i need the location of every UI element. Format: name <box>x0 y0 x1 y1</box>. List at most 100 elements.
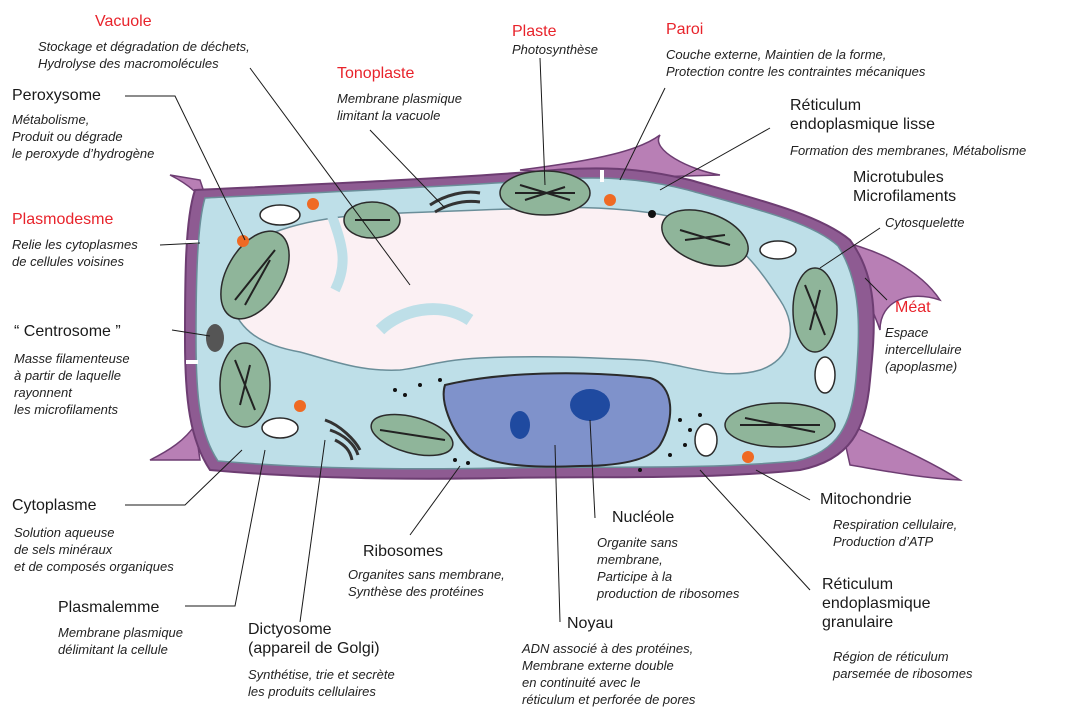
reg-title-line: endoplasmique <box>822 594 931 613</box>
plasmodesme-desc-line: Relie les cytoplasmes <box>12 236 138 253</box>
plasmodesme-title: Plasmodesme <box>12 210 113 229</box>
noyau-title: Noyau <box>567 614 613 633</box>
centrosome-desc-line: rayonnent <box>14 384 130 401</box>
meat-desc-line: Espace <box>885 324 962 341</box>
microtubules-title-line: Microtubules <box>853 168 956 187</box>
plasmodesma <box>186 360 198 364</box>
vacuole-desc: Stockage et dégradation de déchets, Hydr… <box>38 38 250 72</box>
peroxisome <box>294 400 306 412</box>
ribosomes-title: Ribosomes <box>363 542 443 561</box>
noyau-desc-line: ADN associé à des protéines, <box>522 640 695 657</box>
dictyosome-desc: Synthétise, trie et secrète les produits… <box>248 666 395 700</box>
meat-desc: Espace intercellulaire (apoplasme) <box>885 324 962 375</box>
chloroplast <box>220 343 270 427</box>
centrosome-desc-line: à partir de laquelle <box>14 367 130 384</box>
dictyosome-label: Dictyosome (appareil de Golgi) <box>248 620 380 658</box>
paroi-desc-line: Protection contre les contraintes mécani… <box>666 63 925 80</box>
reg-title-line: Réticulum <box>822 575 931 594</box>
plasmodesme-desc-line: de cellules voisines <box>12 253 138 270</box>
centrosome-desc-line: Masse filamenteuse <box>14 350 130 367</box>
reg-label: Réticulum endoplasmique granulaire <box>822 575 931 632</box>
mitochondrion <box>815 357 835 393</box>
nucleole-desc-line: membrane, <box>597 551 739 568</box>
meat-title: Méat <box>895 298 931 317</box>
mitochondrie-title: Mitochondrie <box>820 490 912 509</box>
plaste-desc: Photosynthèse <box>512 41 598 58</box>
cytoplasme-label: Cytoplasme <box>12 496 96 515</box>
cytoplasme-desc-line: de sels minéraux <box>14 541 174 558</box>
paroi-desc-line: Couche externe, Maintien de la forme, <box>666 46 925 63</box>
noyau-label: Noyau <box>567 614 613 633</box>
tonoplaste-desc-line: Membrane plasmique <box>337 90 462 107</box>
plaste-label: Plaste Photosynthèse <box>512 22 598 58</box>
noyau-desc-line: réticulum et perforée de pores <box>522 691 695 708</box>
centrosome-title: “ Centrosome ” <box>14 322 121 341</box>
ribosomes-label: Ribosomes <box>363 542 443 561</box>
nucleole-label: Nucléole <box>612 508 674 527</box>
noyau-desc-line: en continuité avec le <box>522 674 695 691</box>
nucleole-desc-line: Organite sans <box>597 534 739 551</box>
dictyosome-desc-line: Synthétise, trie et secrète <box>248 666 395 683</box>
reg-title-line: granulaire <box>822 613 931 632</box>
mitochondrion <box>760 241 796 259</box>
vacuole-label: Vacuole <box>95 12 152 31</box>
plasmodesme-label: Plasmodesme <box>12 210 113 229</box>
peroxysome-desc-line: Produit ou dégrade <box>12 128 154 145</box>
microtubules-label: Microtubules Microfilaments <box>853 168 956 206</box>
mitochondrie-desc: Respiration cellulaire, Production d’ATP <box>833 516 957 550</box>
cytoplasme-desc: Solution aqueuse de sels minéraux et de … <box>14 524 174 575</box>
ribosomes-desc-line: Synthèse des protéines <box>348 583 505 600</box>
mitochondrie-desc-line: Production d’ATP <box>833 533 957 550</box>
microtubules-title-line: Microfilaments <box>853 187 956 206</box>
rel-desc: Formation des membranes, Métabolisme <box>790 142 1026 159</box>
meat-desc-line: intercellulaire <box>885 341 962 358</box>
vacuole-title: Vacuole <box>95 12 152 31</box>
mitochondrion <box>260 205 300 225</box>
reg-desc-line: Région de réticulum <box>833 648 972 665</box>
centrosome-label: “ Centrosome ” <box>14 322 121 341</box>
vacuole-desc-line: Stockage et dégradation de déchets, <box>38 38 250 55</box>
microtubules-desc: Cytosquelette <box>885 214 965 231</box>
centrosome <box>206 324 224 352</box>
nucleole-desc-line: Participe à la <box>597 568 739 585</box>
peroxisome <box>742 451 754 463</box>
tonoplaste-desc-line: limitant la vacuole <box>337 107 462 124</box>
ribosomes-desc: Organites sans membrane, Synthèse des pr… <box>348 566 505 600</box>
meat-label: Méat <box>895 298 931 317</box>
mitochondrie-label: Mitochondrie <box>820 490 912 509</box>
dictyosome-desc-line: les produits cellulaires <box>248 683 395 700</box>
dictyosome-title-line: (appareil de Golgi) <box>248 639 380 658</box>
meat-desc-line: (apoplasme) <box>885 358 962 375</box>
plasmalemme-label: Plasmalemme <box>58 598 159 617</box>
peroxysome-desc-line: Métabolisme, <box>12 111 154 128</box>
peroxisome <box>307 198 319 210</box>
tonoplaste-title: Tonoplaste <box>337 64 414 83</box>
mitochondrie-desc-line: Respiration cellulaire, <box>833 516 957 533</box>
tonoplaste-label: Tonoplaste <box>337 64 414 83</box>
cytoplasme-desc-line: Solution aqueuse <box>14 524 174 541</box>
nucleus <box>444 373 671 466</box>
vacuole-desc-line: Hydrolyse des macromolécules <box>38 55 250 72</box>
noyau-desc: ADN associé à des protéines, Membrane ex… <box>522 640 695 708</box>
plasmalemme-desc-line: Membrane plasmique <box>58 624 183 641</box>
nucleolus <box>570 389 610 421</box>
mitochondrion <box>695 424 717 456</box>
plaste-title: Plaste <box>512 22 598 41</box>
reg-desc-line: parsemée de ribosomes <box>833 665 972 682</box>
chloroplast <box>725 403 835 447</box>
cytoplasme-desc-line: et de composés organiques <box>14 558 174 575</box>
peroxisome <box>604 194 616 206</box>
nucleole-desc: Organite sans membrane, Participe à la p… <box>597 534 739 602</box>
paroi-desc: Couche externe, Maintien de la forme, Pr… <box>666 46 925 80</box>
reg-desc: Région de réticulum parsemée de ribosome… <box>833 648 972 682</box>
rel-title-line: Réticulum <box>790 96 935 115</box>
rel-title-line: endoplasmique lisse <box>790 115 935 134</box>
nucleolus-small <box>510 411 530 439</box>
dictyosome-title-line: Dictyosome <box>248 620 380 639</box>
ribosomes-desc-line: Organites sans membrane, <box>348 566 505 583</box>
noyau-desc-line: Membrane externe double <box>522 657 695 674</box>
plasmodesma <box>600 170 604 182</box>
rel-label: Réticulum endoplasmique lisse <box>790 96 935 134</box>
paroi-title: Paroi <box>666 20 703 39</box>
